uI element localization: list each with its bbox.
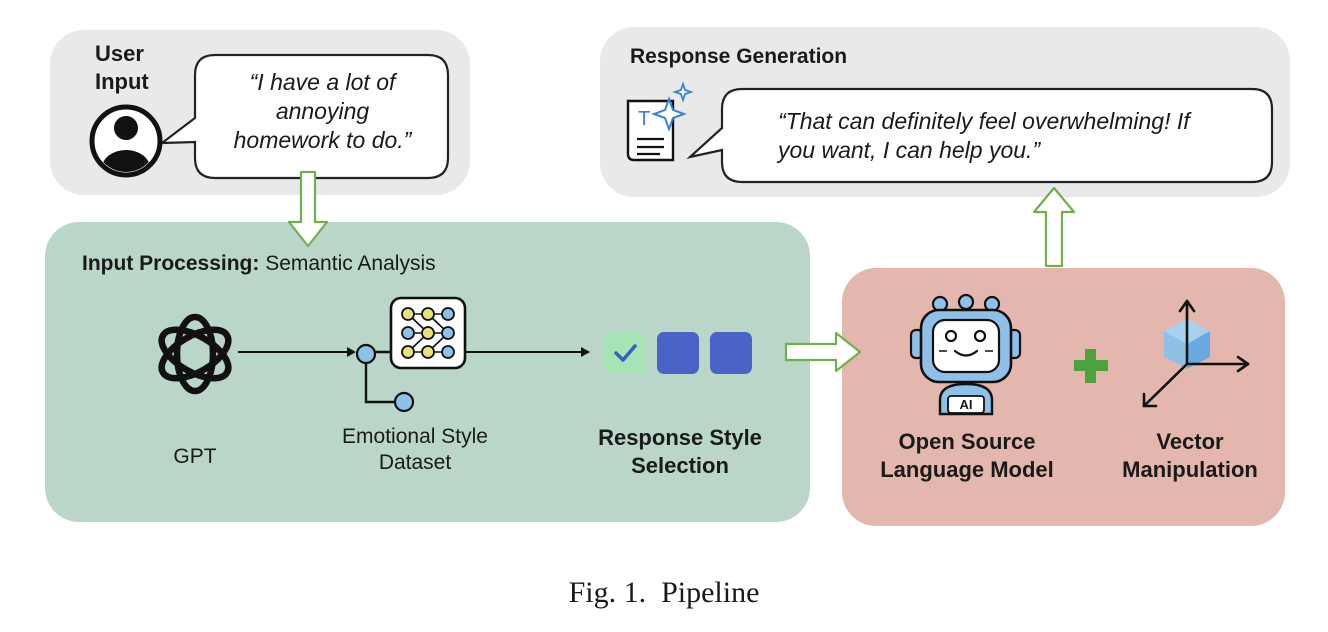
down-arrow-input	[287, 170, 329, 248]
up-arrow-response	[1032, 186, 1076, 268]
style-selection-blocks	[604, 332, 752, 374]
response-quote-line1: “That can definitely feel overwhelming! …	[778, 108, 1190, 134]
selection-label-line1: Response Style	[598, 425, 762, 450]
selection-label: Response Style Selection	[570, 424, 790, 480]
dataset-label-line1: Emotional Style	[342, 425, 488, 448]
vector-axes-icon	[1142, 299, 1250, 408]
dataset-network-icon	[355, 296, 467, 413]
user-quote: “I have a lot of annoying homework to do…	[200, 68, 445, 155]
user-input-title-line2: Input	[95, 69, 149, 94]
vector-label-line1: Vector	[1156, 429, 1224, 454]
plus-icon	[1074, 349, 1108, 383]
user-quote-line1: “I have a lot of	[249, 69, 396, 95]
response-speech-bubble	[686, 87, 1274, 184]
dataset-label-line2: Dataset	[378, 451, 452, 474]
gpt-logo-icon	[158, 313, 232, 395]
right-arrow-model	[784, 331, 862, 373]
language-model-panel	[842, 268, 1285, 526]
user-quote-line2: annoying	[275, 98, 370, 124]
user-avatar-icon	[89, 104, 163, 178]
input-processing-title-rest: Semantic Analysis	[259, 252, 436, 275]
user-speech-bubble	[158, 53, 450, 180]
response-quote: “That can definitely feel overwhelming! …	[778, 107, 1258, 165]
robot-icon	[909, 293, 1022, 416]
user-input-title-line1: User	[95, 41, 144, 66]
dataset-label: Emotional Style Dataset	[310, 424, 520, 476]
doc-letter: T	[638, 108, 651, 130]
input-processing-title-bold: Input Processing:	[82, 252, 260, 275]
vector-label: Vector Manipulation	[1100, 428, 1280, 484]
robot-badge: AI	[959, 397, 973, 412]
figure-caption: Fig. 1. Pipeline	[568, 576, 760, 609]
model-label-line2: Language Model	[880, 457, 1054, 482]
user-quote-line3: homework to do.”	[233, 127, 412, 153]
model-label-line1: Open Source	[898, 429, 1036, 454]
response-generation-title: Response Generation	[630, 45, 848, 68]
user-input-title: User Input	[95, 40, 149, 96]
response-quote-line2: you want, I can help you.”	[778, 137, 1041, 163]
document-sparkle-icon	[626, 81, 694, 162]
model-label: Open Source Language Model	[862, 428, 1072, 484]
gpt-label: GPT	[173, 445, 217, 468]
input-processing-title: Input Processing: Semantic Analysis	[82, 251, 436, 277]
selection-label-line2: Selection	[631, 453, 729, 478]
vector-label-line2: Manipulation	[1122, 457, 1258, 482]
